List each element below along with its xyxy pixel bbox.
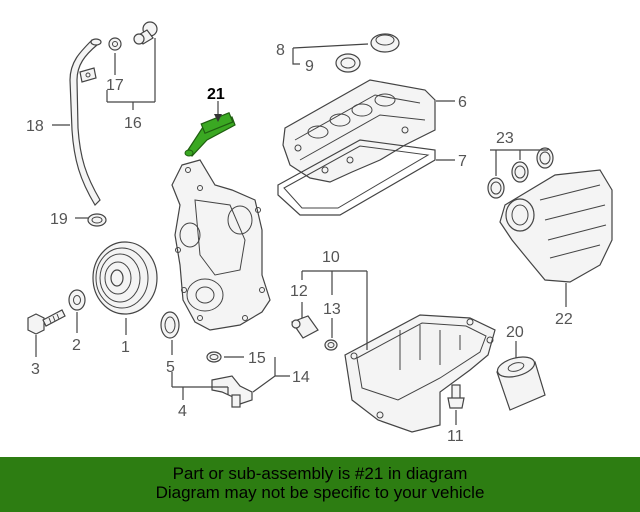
valve-cover-gasket-part (277, 139, 436, 216)
oil-pan-part (344, 314, 496, 433)
oil-filler-cap-part (108, 21, 158, 51)
callout-11: 11 (447, 428, 464, 445)
sensor-12-part (291, 315, 319, 339)
washer-part (68, 289, 86, 311)
callout-4: 4 (178, 403, 187, 420)
parts-diagram: 21 8 9 6 7 23 22 17 16 18 19 1 2 3 5 4 1… (26, 21, 613, 445)
front-seal-part (160, 311, 180, 339)
callout-10: 10 (322, 249, 340, 266)
callout-9: 9 (305, 58, 314, 75)
callout-1: 1 (121, 339, 130, 356)
callout-22: 22 (555, 311, 573, 328)
oil-cap-8-part (370, 33, 400, 53)
valve-cover-part (282, 79, 436, 183)
callout-6: 6 (458, 94, 467, 111)
o-ring-19-part (87, 213, 107, 227)
callout-21: 21 (207, 86, 225, 103)
callout-8: 8 (276, 42, 285, 59)
o-ring-13-part (324, 339, 338, 351)
callout-12: 12 (290, 283, 308, 300)
callout-13: 13 (323, 301, 341, 318)
sensor-14-part (211, 375, 253, 408)
highlighted-part-21 (184, 111, 236, 157)
intake-manifold-part (499, 169, 613, 283)
gasket-9-part (335, 53, 361, 73)
callout-3: 3 (31, 361, 40, 378)
callout-18: 18 (26, 118, 44, 135)
callout-2: 2 (72, 337, 81, 354)
banner-line-2: Diagram may not be specific to your vehi… (155, 483, 485, 502)
leader-lines (35, 38, 567, 425)
callout-14: 14 (292, 369, 310, 386)
callout-16: 16 (124, 115, 142, 132)
info-banner: Part or sub-assembly is #21 in diagram D… (0, 457, 640, 512)
callout-15: 15 (248, 350, 266, 367)
callout-5: 5 (166, 359, 175, 376)
oil-filter-part (496, 356, 546, 411)
banner-line-1: Part or sub-assembly is #21 in diagram (172, 464, 468, 483)
crankshaft-pulley-part (92, 241, 158, 315)
pulley-bolt-part (27, 309, 66, 335)
o-ring-15-part (206, 351, 222, 363)
intake-o-rings-part (487, 147, 554, 199)
timing-cover-part (171, 159, 271, 331)
callout-23: 23 (496, 130, 514, 147)
callout-7: 7 (458, 153, 467, 170)
callout-20: 20 (506, 324, 524, 341)
dipstick-tube-part (69, 38, 102, 206)
drain-plug-part (447, 384, 465, 409)
callout-19: 19 (50, 211, 68, 228)
callout-17: 17 (106, 77, 124, 94)
